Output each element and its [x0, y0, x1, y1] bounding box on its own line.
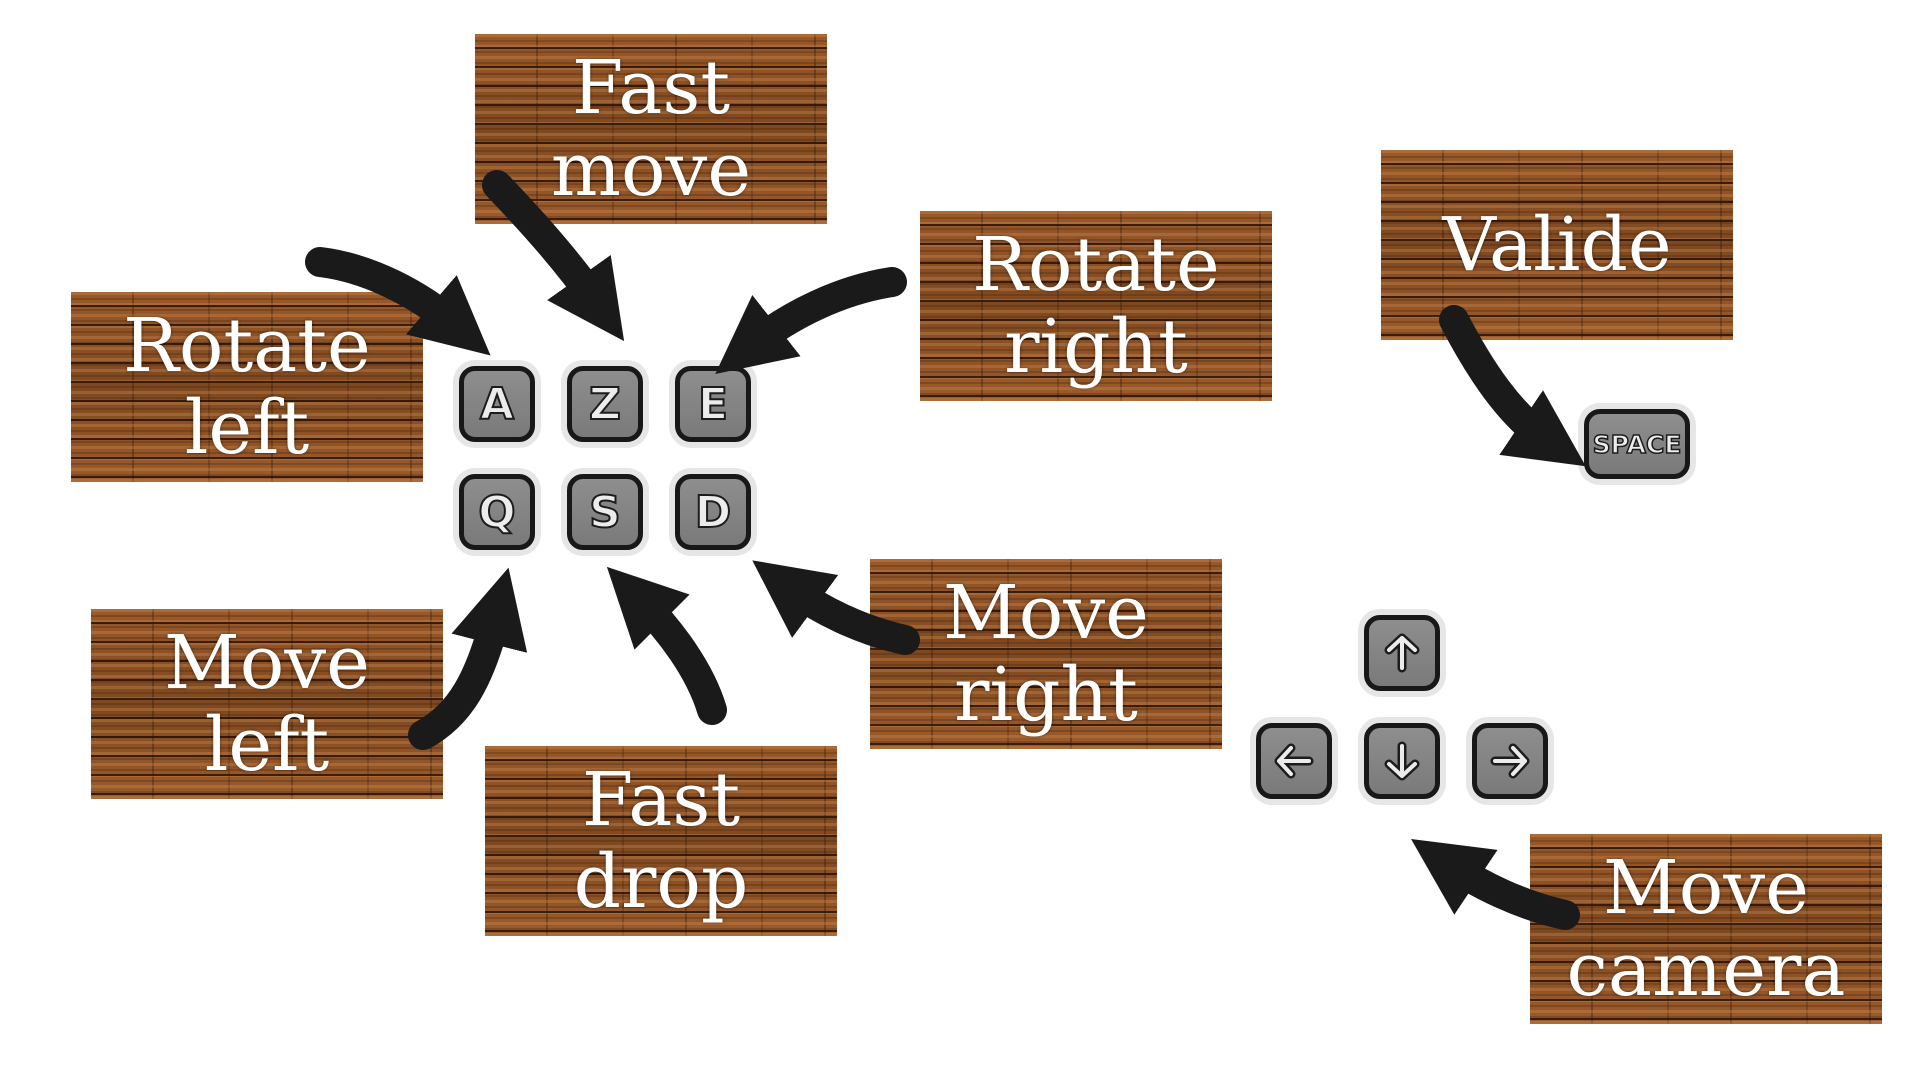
label-move-camera: Move camera: [1530, 834, 1882, 1024]
key-s-label: S: [567, 474, 643, 550]
label-rotate-left-line1: Rotate: [123, 303, 371, 389]
arrow-valide: [1439, 305, 1586, 467]
key-space: SPACE: [1578, 403, 1696, 485]
key-q-label: Q: [459, 474, 535, 550]
key-q: Q: [453, 468, 541, 556]
label-fast-move: Fast move: [475, 34, 827, 224]
key-arrow-down: [1358, 717, 1446, 805]
arrow-move-right: [752, 560, 920, 655]
label-rotate-right: Rotate right: [920, 211, 1272, 401]
label-move-camera-line1: Move: [1603, 845, 1809, 931]
key-arrow-up: [1358, 609, 1446, 697]
key-space-label: SPACE: [1584, 409, 1690, 479]
key-a-label: A: [459, 366, 535, 442]
label-valide: Valide: [1381, 150, 1733, 340]
label-rotate-left: Rotate left: [71, 292, 423, 482]
key-d: D: [669, 468, 757, 556]
key-e-label: E: [675, 366, 751, 442]
key-s: S: [561, 468, 649, 556]
arrow-rotate-right: [715, 267, 907, 374]
label-fast-move-line1: Fast: [571, 45, 731, 131]
key-z: Z: [561, 360, 649, 448]
key-e: E: [669, 360, 757, 448]
key-arrow-right: [1466, 717, 1554, 805]
label-move-left: Move left: [91, 609, 443, 799]
label-move-left-line2: left: [204, 702, 330, 788]
key-z-label: Z: [567, 366, 643, 442]
label-fast-move-line2: move: [550, 127, 752, 213]
arrow-down-icon: [1384, 741, 1420, 781]
label-fast-drop: Fast drop: [485, 746, 837, 936]
label-move-right-line2: right: [954, 652, 1138, 738]
arrow-right-icon: [1490, 743, 1530, 779]
key-arrow-left: [1250, 717, 1338, 805]
label-fast-drop-line2: drop: [573, 839, 749, 925]
key-d-label: D: [675, 474, 751, 550]
label-fast-drop-line1: Fast: [581, 757, 741, 843]
arrow-move-left: [408, 567, 528, 750]
label-move-right: Move right: [870, 559, 1222, 749]
label-move-left-line1: Move: [164, 620, 370, 706]
arrow-fast-move: [482, 170, 625, 342]
arrow-rotate-left: [305, 247, 491, 356]
label-rotate-right-line1: Rotate: [972, 222, 1220, 308]
key-a: A: [453, 360, 541, 448]
label-rotate-left-line2: left: [184, 385, 310, 471]
label-move-right-line1: Move: [943, 570, 1149, 656]
arrow-left-icon: [1274, 743, 1314, 779]
label-move-camera-line2: camera: [1566, 927, 1846, 1013]
label-valide-line1: Valide: [1442, 202, 1672, 288]
label-rotate-right-line2: right: [1004, 304, 1188, 390]
arrow-move-camera: [1411, 839, 1580, 930]
arrow-fast-drop: [606, 566, 727, 725]
arrow-up-icon: [1384, 633, 1420, 673]
